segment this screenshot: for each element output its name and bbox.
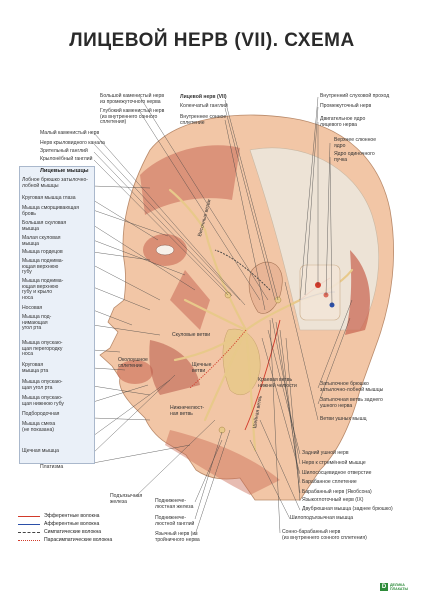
label-motor-nucleus: Двигательное ядро лицевого нерва bbox=[320, 116, 366, 128]
label-stylohyoid: Шилоподъязычная мышца bbox=[290, 515, 354, 521]
label-occipital-branch: Затылочная ветвь заднего ушного нерва bbox=[320, 397, 383, 409]
muscle-label: Щечная мышца bbox=[22, 448, 59, 454]
label-sublingual-gland: Подъязычная железа bbox=[110, 493, 143, 505]
muscle-label: Круговая мышца рта bbox=[22, 362, 49, 374]
label-internal-acoustic-meatus: Внутренний слуховой проход bbox=[320, 93, 390, 99]
page-title: ЛИЦЕВОЙ НЕРВ (VII). СХЕМА bbox=[69, 30, 355, 51]
publisher-logo: D ДЕЛИКА ПЛАКАТЫ bbox=[380, 583, 410, 593]
logo-text: ДЕЛИКА ПЛАКАТЫ bbox=[390, 583, 409, 591]
label-caroticotympanic: Сонно-барабанный нерв (из внутреннего со… bbox=[282, 529, 367, 541]
label-mandibular-branch: Краевая ветвь нижней челюсти bbox=[258, 377, 297, 389]
label-lingual-nerve: Язычный нерв (из тройничного нерва bbox=[155, 531, 200, 543]
label-auricular-branches: Ветви ушных мышц bbox=[320, 416, 367, 422]
label-zygomatic-branches: Скуловые ветви bbox=[172, 332, 211, 338]
legend-swatch-sympathetic bbox=[18, 532, 40, 533]
legend-swatch-afferent bbox=[18, 524, 40, 525]
label-pterygopalatine-ganglion: Крылонёбный ганглий bbox=[40, 156, 93, 162]
nerve-branches bbox=[168, 188, 354, 452]
muscle-label: Круговая мышца глаза bbox=[22, 195, 76, 201]
legend-swatch-parasympathetic bbox=[18, 540, 40, 541]
label-greater-petrosal: Большой каменистый нерв из промежуточног… bbox=[100, 93, 165, 105]
label-pterygoid-canal: Нерв крыловидного канала bbox=[40, 140, 105, 146]
legend-item-sympathetic: Симпатические волокна bbox=[18, 528, 188, 536]
muscle-label: Мышца опускаю- щая угол рта bbox=[22, 379, 63, 391]
label-tympanic-nerve: Барабанный нерв (Якобсона) bbox=[302, 489, 372, 495]
label-stapedius-nerve: Нерв к стремённой мышце bbox=[302, 460, 366, 466]
muscle-label: Носовая bbox=[22, 305, 43, 311]
label-intermediate-nerve: Промежуточный нерв bbox=[320, 103, 372, 109]
muscle-label: Мышца смеха (не показана) bbox=[22, 421, 56, 433]
muscle-label: Мышца опускаю- щая перегородку носа bbox=[22, 340, 63, 358]
muscle-label: Лобное брюшко затылочно- лобной мышцы bbox=[22, 177, 88, 189]
label-superior-salivary-nucleus: Верхнее слюнное ядро bbox=[334, 137, 377, 149]
muscle-label: Мышца поднима- ющая верхнюю губу bbox=[22, 258, 64, 276]
muscle-label: Подбородочная bbox=[22, 411, 60, 417]
label-otic-ganglion: Зрительный ганглий bbox=[40, 148, 88, 154]
eye bbox=[155, 244, 175, 256]
label-submandibular-ganglion: Поднижнече- люстной ганглий bbox=[155, 515, 195, 527]
zygomatic-muscles bbox=[170, 270, 210, 330]
label-glossopharyngeal: Языкоглоточный нерв (IX) bbox=[302, 497, 364, 503]
label-stylomastoid-foramen: Шилососцевидное отверстие bbox=[302, 470, 372, 476]
logo-mark: D bbox=[380, 583, 388, 591]
legend-item-afferent: Афферентные волокна bbox=[18, 520, 188, 528]
legend: Эфферентные волокна Афферентные волокна … bbox=[18, 512, 188, 544]
legend-item-efferent: Эфферентные волокна bbox=[18, 512, 188, 520]
label-solitary-nucleus: Ядро одиночного пучка bbox=[334, 151, 375, 163]
label-marginal-branch: Нижнечелюст- ная ветвь bbox=[170, 405, 205, 417]
submandibular-ganglion bbox=[218, 426, 226, 434]
label-buccal-branches: Щечные ветви bbox=[192, 362, 212, 374]
label-internal-carotid-plexus: Внутреннее сонное сплетение bbox=[180, 114, 227, 126]
brainstem-region bbox=[299, 264, 341, 321]
label-submandibular-gland: Поднижнече- люстная железа bbox=[155, 498, 194, 510]
muscle-label: Мышца под- нимающая угол рта bbox=[22, 314, 52, 332]
muscle-label: Малая скуловая мышца bbox=[22, 235, 61, 247]
label-lesser-petrosal: Малый каменистый нерв bbox=[40, 130, 100, 136]
label-parotid-plexus: Околоушное сплетение bbox=[118, 357, 148, 369]
label-digastric: Двубрюшная мышца (заднее брюшко) bbox=[302, 506, 393, 512]
ear bbox=[248, 261, 283, 314]
label-occipital-belly: Затылочное брюшко затылочно-лобной мышцы bbox=[320, 381, 384, 393]
legend-swatch-efferent bbox=[18, 516, 40, 517]
muscles-panel-title: Лицевые мышцы bbox=[40, 168, 89, 174]
label-facial-nerve: Лицевой нерв (VII) bbox=[180, 94, 227, 100]
label-deep-petrosal: Глубокий каменистый нерв (из внутреннего… bbox=[100, 108, 165, 126]
skull-area bbox=[249, 147, 379, 331]
leader-lines bbox=[92, 96, 353, 536]
muscle-label: Мышца опускаю- щая нижнюю губу bbox=[22, 395, 64, 407]
frontal-muscle bbox=[140, 145, 240, 215]
muscle-label: Большая скуловая мышца bbox=[22, 220, 67, 232]
legend-item-parasympathetic: Парасимпатические волокна bbox=[18, 536, 188, 544]
muscles-panel bbox=[19, 166, 95, 464]
muscle-label: Мышца сморщивающая бровь bbox=[22, 205, 79, 217]
orbicularis-oris bbox=[117, 360, 153, 384]
muscle-label: Мышца поднима- ющая верхнюю губу и крыло… bbox=[22, 278, 64, 301]
label-posterior-auricular: Задний ушной нерв bbox=[302, 450, 349, 456]
platysma bbox=[165, 430, 280, 495]
muscle-label: Мышца гордецов bbox=[22, 249, 63, 255]
buccinator bbox=[149, 340, 200, 395]
muscle-label: Платизма bbox=[40, 464, 64, 470]
label-tympanic-plexus: Барабанное сплетение bbox=[302, 479, 357, 485]
label-geniculate-ganglion: Коленчатый ганглий bbox=[180, 103, 228, 109]
